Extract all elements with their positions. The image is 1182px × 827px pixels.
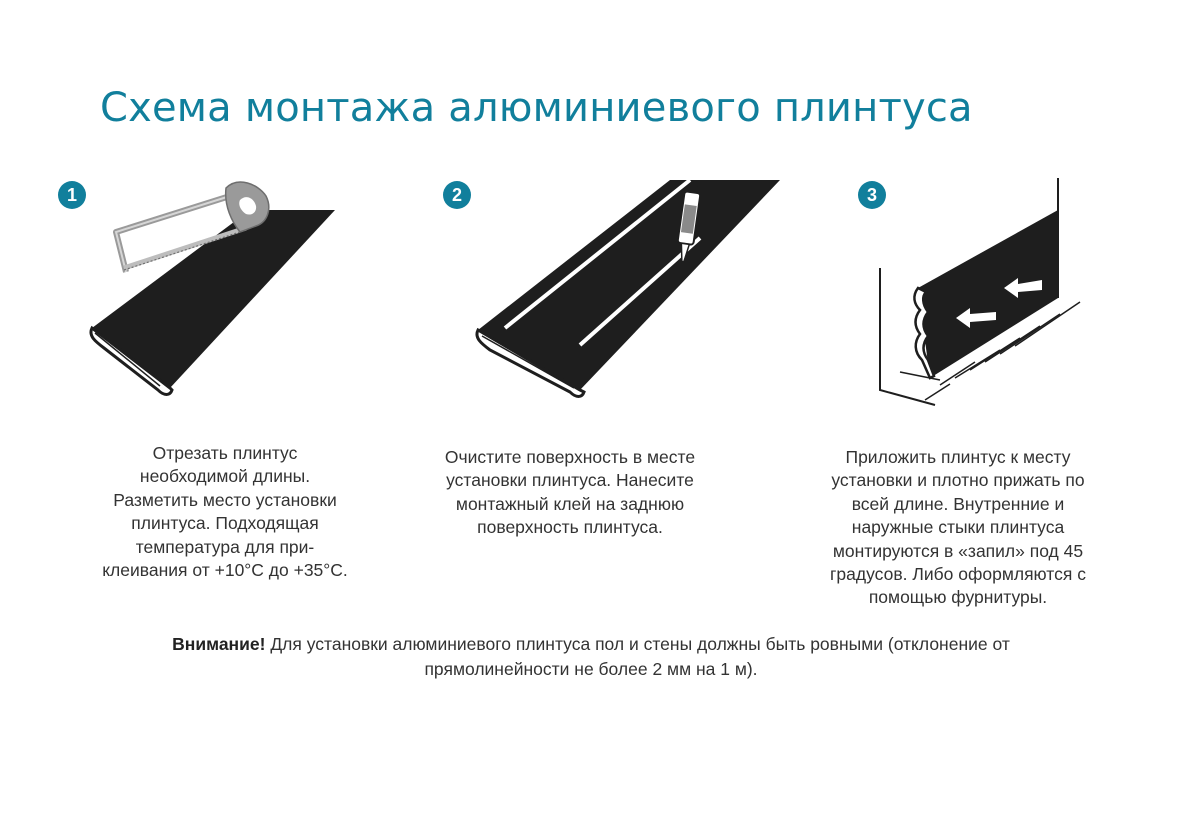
- step-3-description: Приложить плинтус к месту установки и пл…: [830, 447, 1086, 608]
- warning-note-line-2: прямолинейности не более 2 мм на 1 м).: [424, 659, 758, 679]
- glue-gun-applying-adhesive-icon: [475, 178, 780, 398]
- warning-note-line-1: Внимание! Для установки алюминиевого пли…: [172, 634, 1010, 654]
- warning-note: Внимание! Для установки алюминиевого пли…: [60, 632, 1122, 682]
- step-3-badge: 3: [858, 181, 886, 209]
- step-1-badge: 1: [58, 181, 86, 209]
- warning-label: Внимание!: [172, 634, 266, 654]
- hacksaw-cutting-baseboard-icon: [89, 181, 335, 396]
- step-2-badge: 2: [443, 181, 471, 209]
- pressing-baseboard-to-wall-icon: [879, 178, 1081, 406]
- step-2-description: Очистите поверхность в месте установки п…: [444, 447, 696, 538]
- page-title: Схема монтажа алюминиевого плинтуса: [100, 84, 973, 131]
- step-1-description: Отрезать плинтус необходимой длины. Разм…: [102, 443, 348, 581]
